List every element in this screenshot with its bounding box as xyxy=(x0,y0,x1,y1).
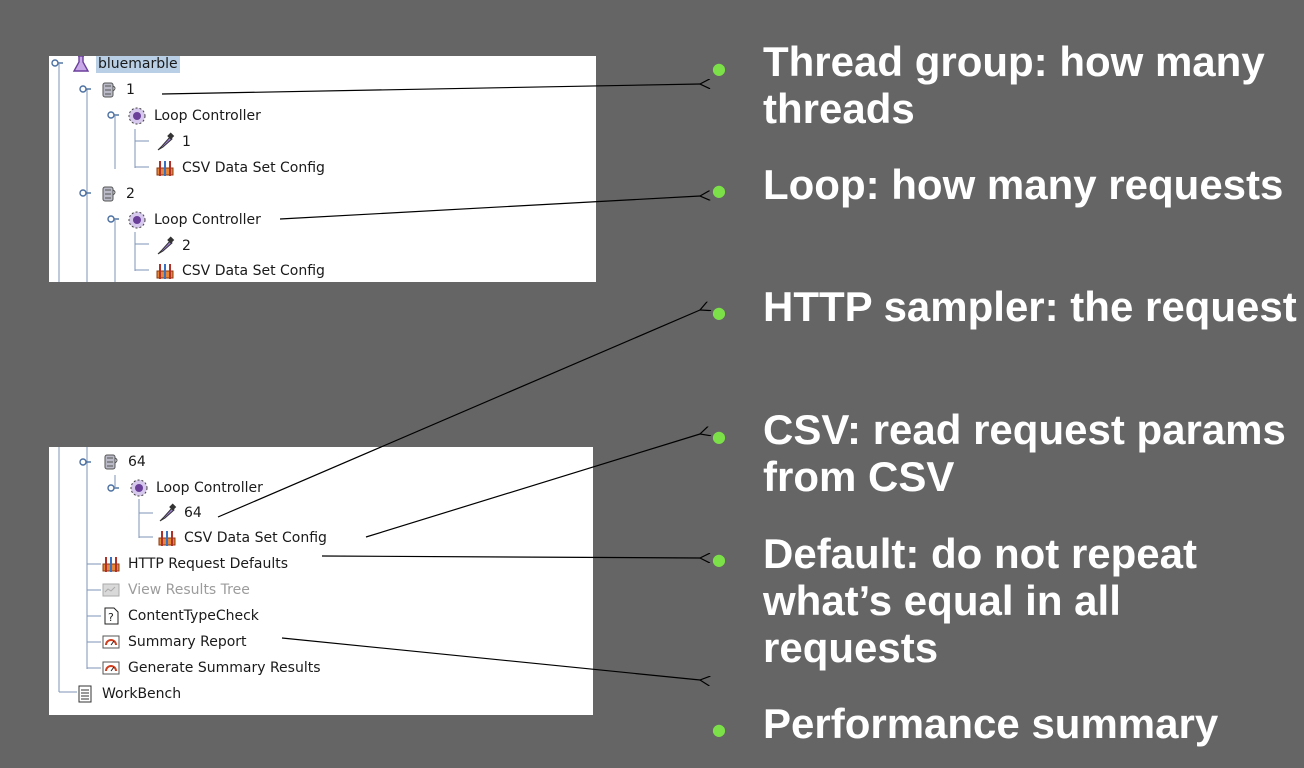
tree-node-loop-controller[interactable]: Loop Controller xyxy=(129,477,265,499)
results-tree-icon xyxy=(101,580,121,600)
bullet-text-performance: Performance summary xyxy=(763,700,1219,747)
tree-connector-lines xyxy=(51,59,149,282)
tree-node-summary-report[interactable]: Summary Report xyxy=(101,631,249,653)
tree-node-label: 2 xyxy=(126,186,135,202)
tree-node-sampler[interactable]: 2 xyxy=(155,235,193,257)
bullet-text-http-sampler: HTTP sampler: the request xyxy=(763,283,1297,330)
tree-node-assertion[interactable]: ? ContentTypeCheck xyxy=(101,605,261,627)
tree-node-loop-controller[interactable]: Loop Controller xyxy=(127,105,263,127)
tree-node-label: 1 xyxy=(182,134,191,150)
tree-node-thread-group[interactable]: 2 xyxy=(99,183,137,205)
bullet-dot: ● xyxy=(712,59,726,78)
thread-group-icon xyxy=(99,80,119,100)
summary-report-icon xyxy=(101,658,121,678)
csv-config-icon xyxy=(157,528,177,548)
loop-controller-icon xyxy=(127,106,147,126)
csv-config-icon xyxy=(155,158,175,178)
tree-node-label: 64 xyxy=(128,454,146,470)
svg-text:?: ? xyxy=(108,611,114,624)
tree-node-label: WorkBench xyxy=(102,686,182,702)
workbench-icon xyxy=(75,684,95,704)
sampler-icon xyxy=(155,236,175,256)
tree-node-label: 64 xyxy=(184,505,202,521)
tree-node-loop-controller[interactable]: Loop Controller xyxy=(127,209,263,231)
tree-node-csv-config[interactable]: CSV Data Set Config xyxy=(155,157,327,179)
bullet-text-thread-group: Thread group: how many threads xyxy=(763,38,1265,132)
tree-node-csv-config[interactable]: CSV Data Set Config xyxy=(157,527,329,549)
tree-node-label: HTTP Request Defaults xyxy=(128,556,289,572)
csv-config-icon xyxy=(155,261,175,281)
bullet-text-loop: Loop: how many requests xyxy=(763,161,1284,208)
bullet-text-csv: CSV: read request params from CSV xyxy=(763,406,1286,500)
tree-node-generate-summary[interactable]: Generate Summary Results xyxy=(101,657,323,679)
tree-node-label: bluemarble xyxy=(96,56,180,73)
tree-node-label: ContentTypeCheck xyxy=(128,608,259,624)
bullet-dot: ● xyxy=(712,427,726,446)
tree-node-label: CSV Data Set Config xyxy=(182,160,325,176)
tree-panel-top: bluemarble 1 Loop Controller 1 CSV Data … xyxy=(49,56,596,282)
tree-node-sampler[interactable]: 64 xyxy=(157,502,204,524)
tree-node-csv-config[interactable]: CSV Data Set Config xyxy=(155,260,327,282)
flask-icon xyxy=(71,56,91,74)
thread-group-icon xyxy=(99,184,119,204)
bullet-dot: ● xyxy=(712,303,726,322)
sampler-icon xyxy=(155,132,175,152)
tree-node-label: Summary Report xyxy=(128,634,247,650)
bullet-text-defaults: Default: do not repeat what’s equal in a… xyxy=(763,530,1198,671)
tree-node-label: Loop Controller xyxy=(154,108,261,124)
tree-node-thread-group[interactable]: 64 xyxy=(101,451,148,473)
tree-node-sampler[interactable]: 1 xyxy=(155,131,193,153)
tree-node-label: View Results Tree xyxy=(128,582,250,598)
tree-node-workbench[interactable]: WorkBench xyxy=(75,683,183,705)
tree-node-http-defaults[interactable]: HTTP Request Defaults xyxy=(101,553,290,575)
tree-node-label: Loop Controller xyxy=(154,212,261,228)
tree-node-label: Loop Controller xyxy=(156,480,263,496)
bullet-dot: ● xyxy=(712,550,726,569)
tree-connector-lines xyxy=(58,447,153,693)
csv-config-icon xyxy=(101,554,121,574)
assertion-icon: ? xyxy=(101,606,121,626)
tree-node-label: CSV Data Set Config xyxy=(184,530,327,546)
tree-node-label: 2 xyxy=(182,238,191,254)
tree-panel-bottom: 64 Loop Controller 64 CSV Data Set Confi… xyxy=(49,447,593,715)
loop-controller-icon xyxy=(129,478,149,498)
tree-node-label: 1 xyxy=(126,82,135,98)
bullet-dot: ● xyxy=(712,181,726,200)
bullet-dot: ● xyxy=(712,720,726,739)
tree-node-label: Generate Summary Results xyxy=(128,660,321,676)
summary-report-icon xyxy=(101,632,121,652)
thread-group-icon xyxy=(101,452,121,472)
tree-node-thread-group[interactable]: 1 xyxy=(99,79,137,101)
tree-node-label: CSV Data Set Config xyxy=(182,263,325,279)
tree-node-view-results-tree[interactable]: View Results Tree xyxy=(101,579,252,601)
sampler-icon xyxy=(157,503,177,523)
loop-controller-icon xyxy=(127,210,147,230)
tree-node-test-plan[interactable]: bluemarble xyxy=(71,56,180,75)
